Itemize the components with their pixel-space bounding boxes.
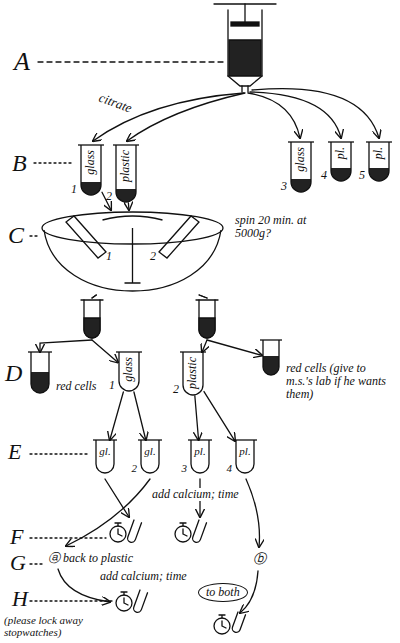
- plasma-tube: pl.3: [190, 440, 210, 474]
- tube-outline: [262, 340, 280, 376]
- tube-label: gl.: [144, 445, 155, 457]
- tube-number: 2: [173, 383, 179, 396]
- tube-number: 1: [106, 250, 112, 263]
- row-letter: F: [10, 525, 23, 549]
- flow-connector: [128, 203, 130, 210]
- row-letter: C: [8, 222, 24, 248]
- blood-tube: glass1: [80, 145, 102, 196]
- tube-number: 1: [109, 379, 115, 392]
- flow-connector: [40, 295, 96, 352]
- test-tube: [126, 520, 141, 543]
- tube-number: 4: [321, 169, 327, 182]
- spun-tube: [81, 300, 103, 338]
- test-tube: [191, 520, 206, 543]
- tube-label: red cells (give to m.s.'s lab if he want…: [286, 362, 391, 402]
- flow-arrow: [248, 93, 300, 138]
- tube-number: 2: [106, 190, 112, 203]
- red-cell-tube: red cells (give to m.s.'s lab if he want…: [262, 340, 280, 376]
- flow-connector: [134, 392, 146, 440]
- tube-label: pl.: [239, 445, 250, 457]
- flow-arrow: [246, 479, 259, 547]
- stopwatch: [116, 592, 132, 611]
- reagent-label: citrate: [95, 90, 136, 116]
- leader-line: [30, 563, 44, 564]
- tube-number: 3: [281, 180, 287, 193]
- flow-connector: [199, 295, 207, 352]
- test-tube: [231, 612, 245, 634]
- tube-label: pl.: [372, 147, 385, 159]
- flow-connector: [204, 392, 235, 441]
- step-note: add calcium; time: [150, 488, 241, 501]
- leader-line: [30, 235, 40, 236]
- flow-arrow: [66, 479, 150, 546]
- tube-label: red cells: [56, 380, 126, 393]
- tube-label: pl.: [194, 445, 205, 457]
- blood-tube: pl.5: [368, 142, 390, 182]
- step-note: add calcium; time: [98, 570, 189, 583]
- tube-number: 5: [359, 169, 365, 182]
- tube-label: plastic: [186, 357, 199, 389]
- tube-label: glass: [294, 147, 307, 172]
- tube-outline: [30, 352, 50, 394]
- spun-tube: [196, 300, 218, 338]
- plasma-tube: gl.2: [140, 440, 160, 474]
- row-letter: H: [12, 587, 28, 611]
- plasma-tube: glass1: [118, 352, 140, 392]
- tube-label: glass: [84, 150, 97, 175]
- blood-tube: pl.4: [330, 142, 352, 182]
- blood-tube: plastic2: [115, 145, 137, 203]
- circled-note: to both: [198, 583, 248, 602]
- instruction-note: (please lock away stopwatches): [4, 614, 104, 638]
- flow-arrow: [105, 479, 129, 517]
- tube-number: 1: [71, 183, 77, 196]
- flow-arrow: [127, 93, 245, 141]
- row-letter: B: [12, 150, 27, 176]
- row-letter: G: [10, 551, 26, 575]
- tube-label: pl.: [334, 147, 347, 159]
- stopwatch: [110, 523, 126, 542]
- tube-number: 3: [182, 462, 188, 474]
- flow-connector: [92, 295, 118, 362]
- tube-number: 2: [150, 250, 156, 263]
- red-cell-tube: red cells: [30, 352, 50, 394]
- flow-arrow: [250, 92, 341, 138]
- blood-tube: glass3: [290, 142, 312, 193]
- row-letter: A: [14, 48, 30, 77]
- plasma-tube: gl.: [95, 440, 115, 474]
- stopwatch: [175, 523, 191, 542]
- flow-connector: [110, 392, 124, 440]
- row-letter: D: [5, 360, 22, 386]
- tube-label: plastic: [119, 150, 132, 182]
- branch-mark: ⓑ: [251, 552, 268, 566]
- row-letter: E: [8, 440, 21, 464]
- syringe: [214, 4, 276, 92]
- leader-line: [34, 162, 74, 163]
- centrifuge-outline: [40, 210, 225, 295]
- tube-label: glass: [122, 357, 135, 382]
- stopwatch: [214, 615, 230, 634]
- tube-number: 2: [132, 462, 138, 474]
- tube-label: gl.: [99, 445, 110, 457]
- plasma-tube: pl.4: [235, 440, 255, 474]
- test-tube: [132, 590, 147, 613]
- step-note: ⓐ back to plastic: [46, 552, 135, 565]
- leader-line: [30, 537, 106, 538]
- tube-number: 4: [227, 462, 233, 474]
- flow-connector: [195, 396, 199, 440]
- flow-connector: [199, 295, 262, 355]
- leader-line: [30, 453, 90, 454]
- tube-label: spin 20 min. at 5000g?: [235, 214, 345, 240]
- plasma-tube: plastic2: [182, 352, 204, 396]
- leader-line: [38, 61, 224, 62]
- centrifuge: spin 20 min. at 5000g?: [40, 210, 225, 295]
- flow-arrow: [252, 89, 379, 138]
